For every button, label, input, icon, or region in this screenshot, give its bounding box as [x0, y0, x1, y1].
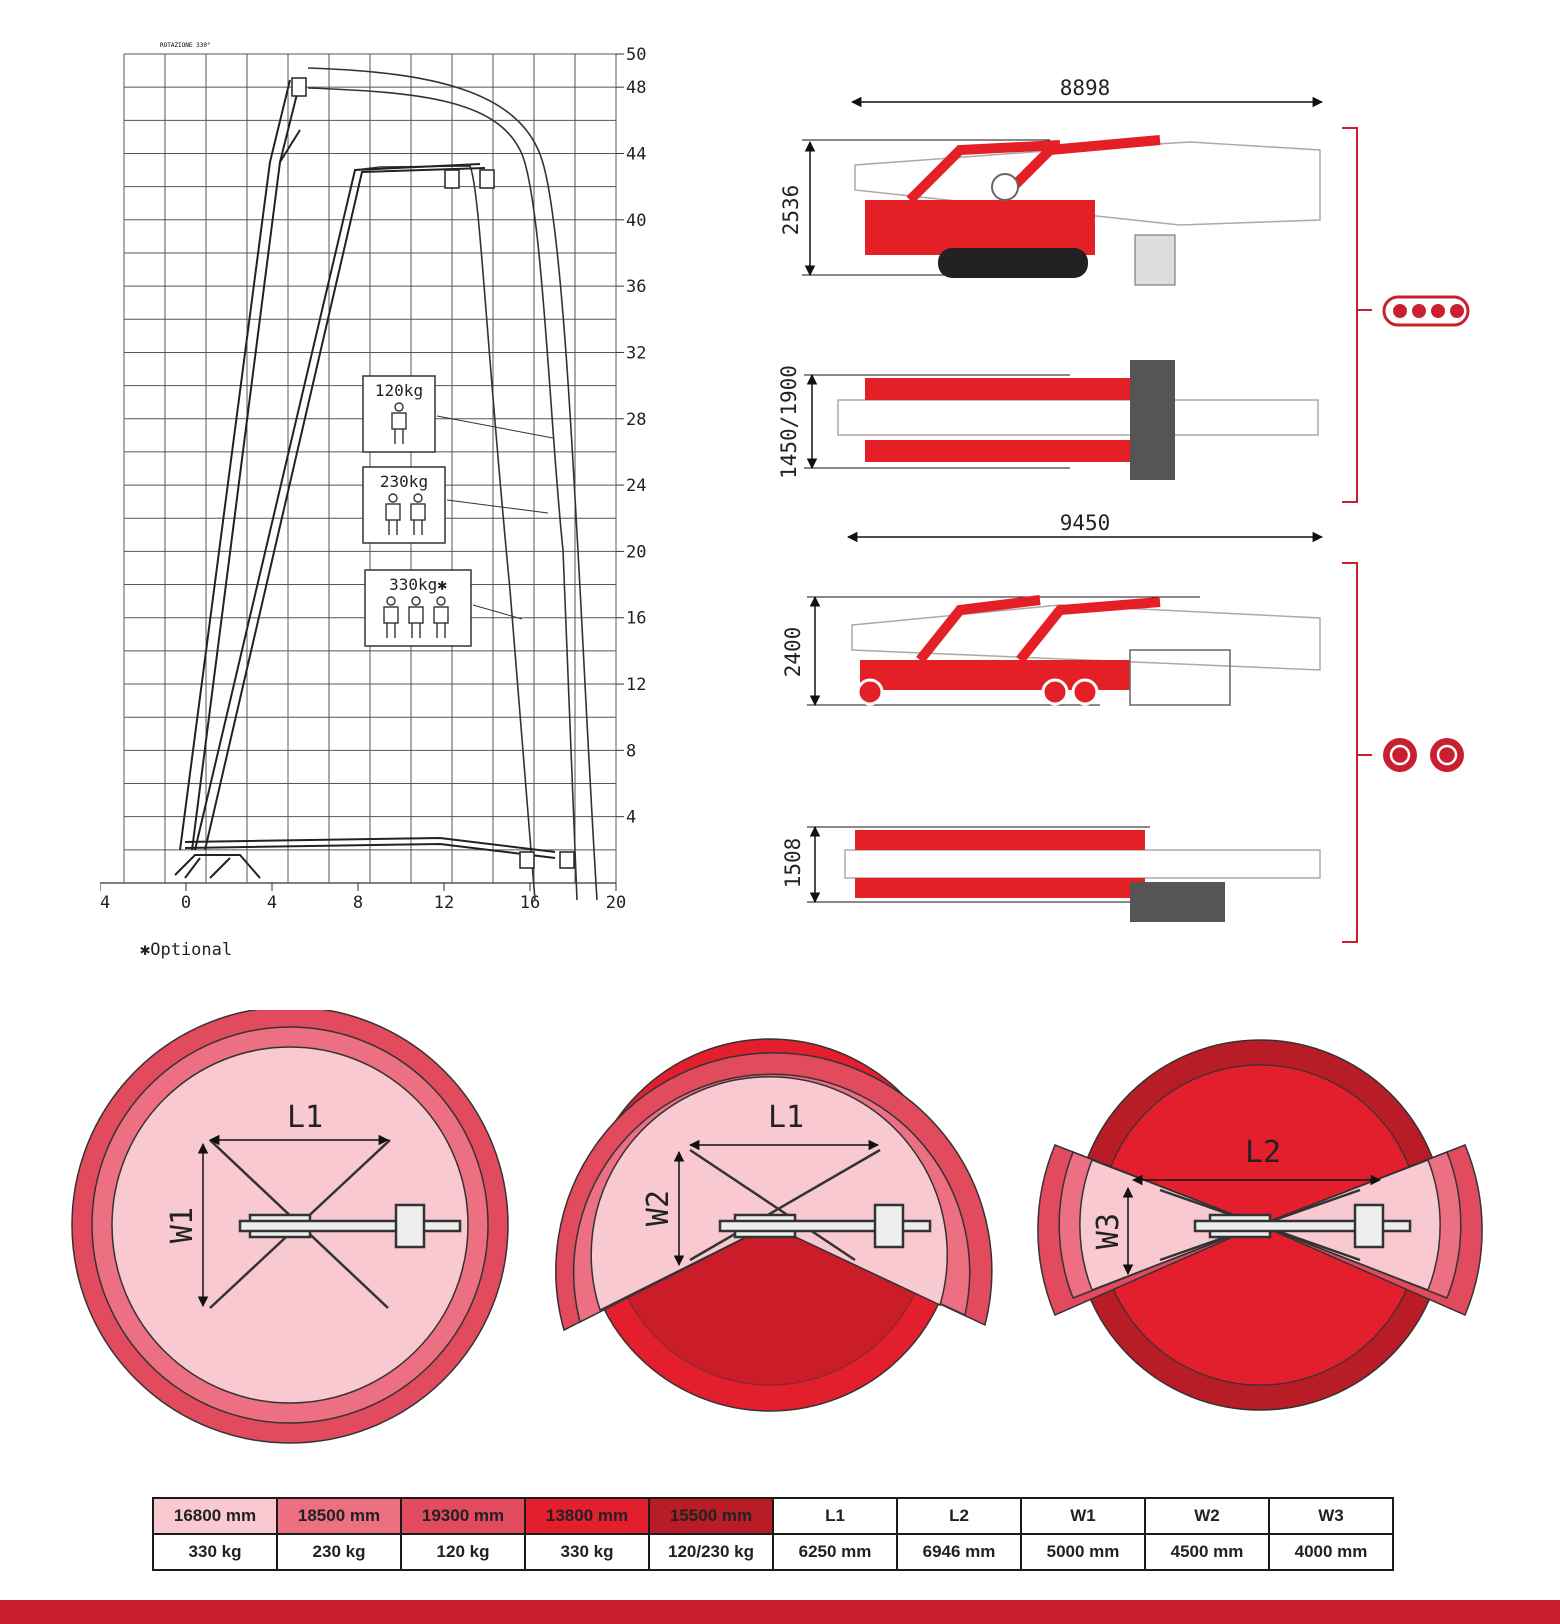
plan2-width-label: W2 — [641, 1190, 676, 1226]
x-tick-label: 12 — [434, 893, 454, 913]
boom-vertical — [179, 79, 301, 851]
plan1-width-label: W1 — [165, 1207, 200, 1243]
x-axis-labels: -4 0 4 8 12 16 20 — [100, 883, 626, 913]
table-cell: 120 kg — [400, 1533, 526, 1571]
y-tick-label: 32 — [626, 343, 646, 363]
table-cell: 5000 mm — [1020, 1533, 1146, 1571]
svg-text:230kg: 230kg — [380, 472, 428, 491]
table-cell: W1 — [1020, 1497, 1146, 1535]
table-cell: 6250 mm — [772, 1533, 898, 1571]
y-tick-label: 28 — [626, 410, 646, 430]
y-tick-label: 4 — [626, 808, 636, 828]
plan-narrow: L2 W3 — [1037, 1039, 1483, 1411]
x-tick-label: 4 — [267, 893, 277, 913]
y-tick-label: 24 — [626, 476, 646, 496]
outrigger-plan-views: L1 W1 L1 W2 — [71, 1010, 1483, 1444]
boom-inclined — [194, 163, 486, 851]
y-tick-label: 8 — [626, 741, 636, 761]
table-cell: 4500 mm — [1144, 1533, 1270, 1571]
person-icon — [391, 402, 407, 444]
two-persons-icon — [385, 493, 426, 535]
crawler-length-label: 8898 — [1060, 76, 1111, 100]
table-cell: 19300 mm — [400, 1497, 526, 1535]
envelope-inner — [354, 165, 536, 901]
y-tick-label: 36 — [626, 277, 646, 297]
table-cell: 6946 mm — [896, 1533, 1022, 1571]
basket-top — [291, 77, 307, 97]
load-box-330: 330kg✱ — [364, 569, 523, 647]
plan-full-rotation: L1 W1 — [71, 1010, 509, 1444]
x-tick-label: -4 — [100, 893, 110, 913]
table-cell: L1 — [772, 1497, 898, 1535]
basket-low — [519, 851, 535, 869]
table-cell: 16800 mm — [152, 1497, 278, 1535]
load-box-230: 230kg — [362, 466, 549, 544]
crawler-height-label: 2536 — [779, 185, 803, 236]
crawler-width-label: 1450/1900 — [777, 365, 801, 479]
x-tick-label: 16 — [520, 893, 540, 913]
table-cell: 13800 mm — [524, 1497, 650, 1535]
wheeled-height-label: 2400 — [781, 627, 805, 678]
plan1-length-label: L1 — [287, 1100, 323, 1135]
crawler-side-view: 8898 2536 — [779, 76, 1324, 286]
y-tick-label: 40 — [626, 211, 646, 231]
y-tick-label: 48 — [626, 78, 646, 98]
y-tick-label: 44 — [626, 144, 646, 164]
boom-horizontal — [184, 836, 556, 859]
y-tick-label: 50 — [626, 45, 646, 65]
table-cell: 120/230 kg — [648, 1533, 774, 1571]
table-cell: 4000 mm — [1268, 1533, 1394, 1571]
plan3-width-label: W3 — [1091, 1213, 1126, 1249]
plan3-length-label: L2 — [1245, 1135, 1281, 1170]
table-row: 16800 mm 18500 mm 19300 mm 13800 mm 1550… — [152, 1497, 1394, 1535]
specifications-table: 16800 mm 18500 mm 19300 mm 13800 mm 1550… — [152, 1497, 1394, 1571]
x-tick-label: 0 — [181, 893, 191, 913]
y-tick-label: 12 — [626, 675, 646, 695]
envelope-outer — [307, 67, 598, 901]
wheeled-side-view: 9450 2400 — [781, 511, 1324, 707]
optional-note: ✱Optional — [140, 940, 232, 960]
table-row: 330 kg 230 kg 120 kg 330 kg 120/230 kg 6… — [152, 1533, 1394, 1571]
basket-upper-right — [479, 169, 495, 189]
crawler-top-view: 1450/1900 — [777, 360, 1319, 480]
table-cell: L2 — [896, 1497, 1022, 1535]
rotation-label: ROTAZIONE 330° — [160, 42, 211, 49]
envelope-mid — [307, 87, 578, 901]
range-grid — [100, 53, 617, 884]
footer-brand-bar — [0, 1600, 1560, 1624]
table-cell: 330 kg — [524, 1533, 650, 1571]
y-axis-labels: 50 48 44 40 36 32 28 24 20 16 12 8 4 — [616, 45, 646, 828]
basket-low-right — [559, 851, 575, 869]
x-tick-label: 8 — [353, 893, 363, 913]
machine-plan-2 — [689, 1148, 932, 1262]
wheeled-length-label: 9450 — [1060, 511, 1111, 535]
table-cell: W3 — [1268, 1497, 1394, 1535]
y-tick-label: 20 — [626, 542, 646, 562]
crawler-bracket — [1342, 127, 1372, 503]
wheel-icon — [1383, 738, 1464, 772]
three-persons-icon — [383, 596, 449, 638]
table-cell: 15500 mm — [648, 1497, 774, 1535]
svg-text:120kg: 120kg — [375, 381, 423, 400]
svg-text:330kg✱: 330kg✱ — [389, 575, 447, 594]
wheeled-top-view: 1508 — [781, 825, 1321, 922]
table-cell: 230 kg — [276, 1533, 402, 1571]
table-cell: 18500 mm — [276, 1497, 402, 1535]
wheeled-width-label: 1508 — [781, 838, 805, 889]
x-tick-label: 20 — [606, 893, 626, 913]
wheeled-bracket — [1342, 562, 1372, 943]
basket-upper — [444, 169, 460, 189]
machine-dimension-views: 8898 2536 1450/1900 9450 — [777, 76, 1470, 943]
crawler-track-icon — [1382, 295, 1470, 327]
table-cell: W2 — [1144, 1497, 1270, 1535]
plan-partial-rotation: L1 W2 — [555, 1038, 993, 1412]
y-tick-label: 16 — [626, 609, 646, 629]
chassis-base — [174, 854, 261, 879]
load-box-120: 120kg — [362, 375, 554, 453]
plan2-length-label: L1 — [768, 1100, 804, 1135]
machine-plan-3 — [1159, 1188, 1412, 1262]
machine-plan-1 — [209, 1139, 462, 1309]
table-cell: 330 kg — [152, 1533, 278, 1571]
